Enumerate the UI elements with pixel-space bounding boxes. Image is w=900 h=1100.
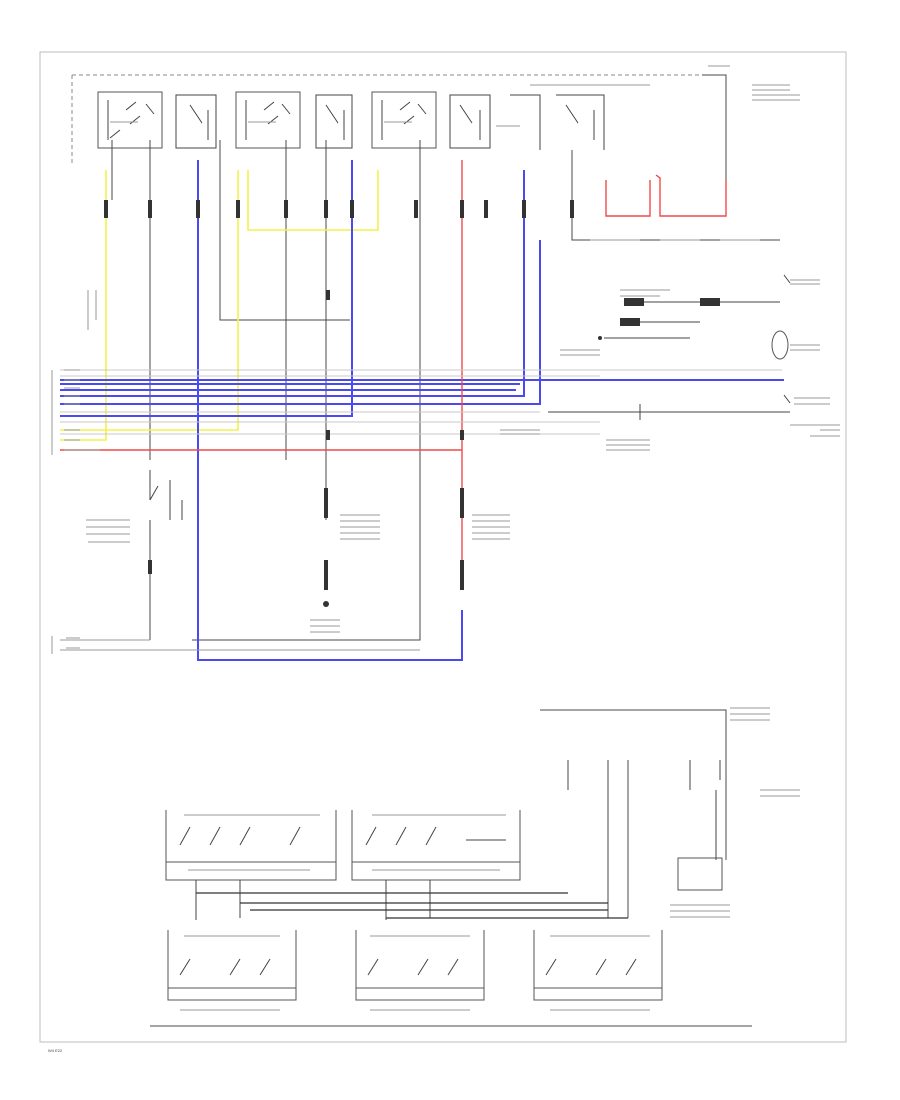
switch-left-lower: [149, 470, 183, 545]
switch-module-2: [351, 810, 521, 920]
label-marks: [64, 65, 840, 1011]
footer-code: W4 E22: [48, 1048, 63, 1053]
switch-module-5: [533, 930, 663, 1001]
relay-1: [97, 91, 217, 149]
relay-2: [235, 91, 353, 149]
left-ticks: [51, 370, 420, 654]
diagram-frame: [39, 51, 847, 1043]
harness-lines-left: [60, 369, 782, 435]
connector-marks: [104, 200, 574, 607]
lower-right-feed: [540, 709, 727, 918]
relay-3: [371, 91, 491, 149]
red-wires: [60, 160, 727, 560]
switch-module-4: [355, 930, 485, 1001]
relay-4: [510, 84, 650, 150]
top-right-feed: [702, 74, 727, 200]
lower-bus: [196, 892, 628, 919]
switch-module-1: [165, 810, 337, 920]
switch-module-3: [167, 930, 297, 1001]
blue-wires: [60, 160, 784, 661]
right-components-top: [548, 274, 840, 426]
top-dashed-bus: [71, 74, 702, 165]
